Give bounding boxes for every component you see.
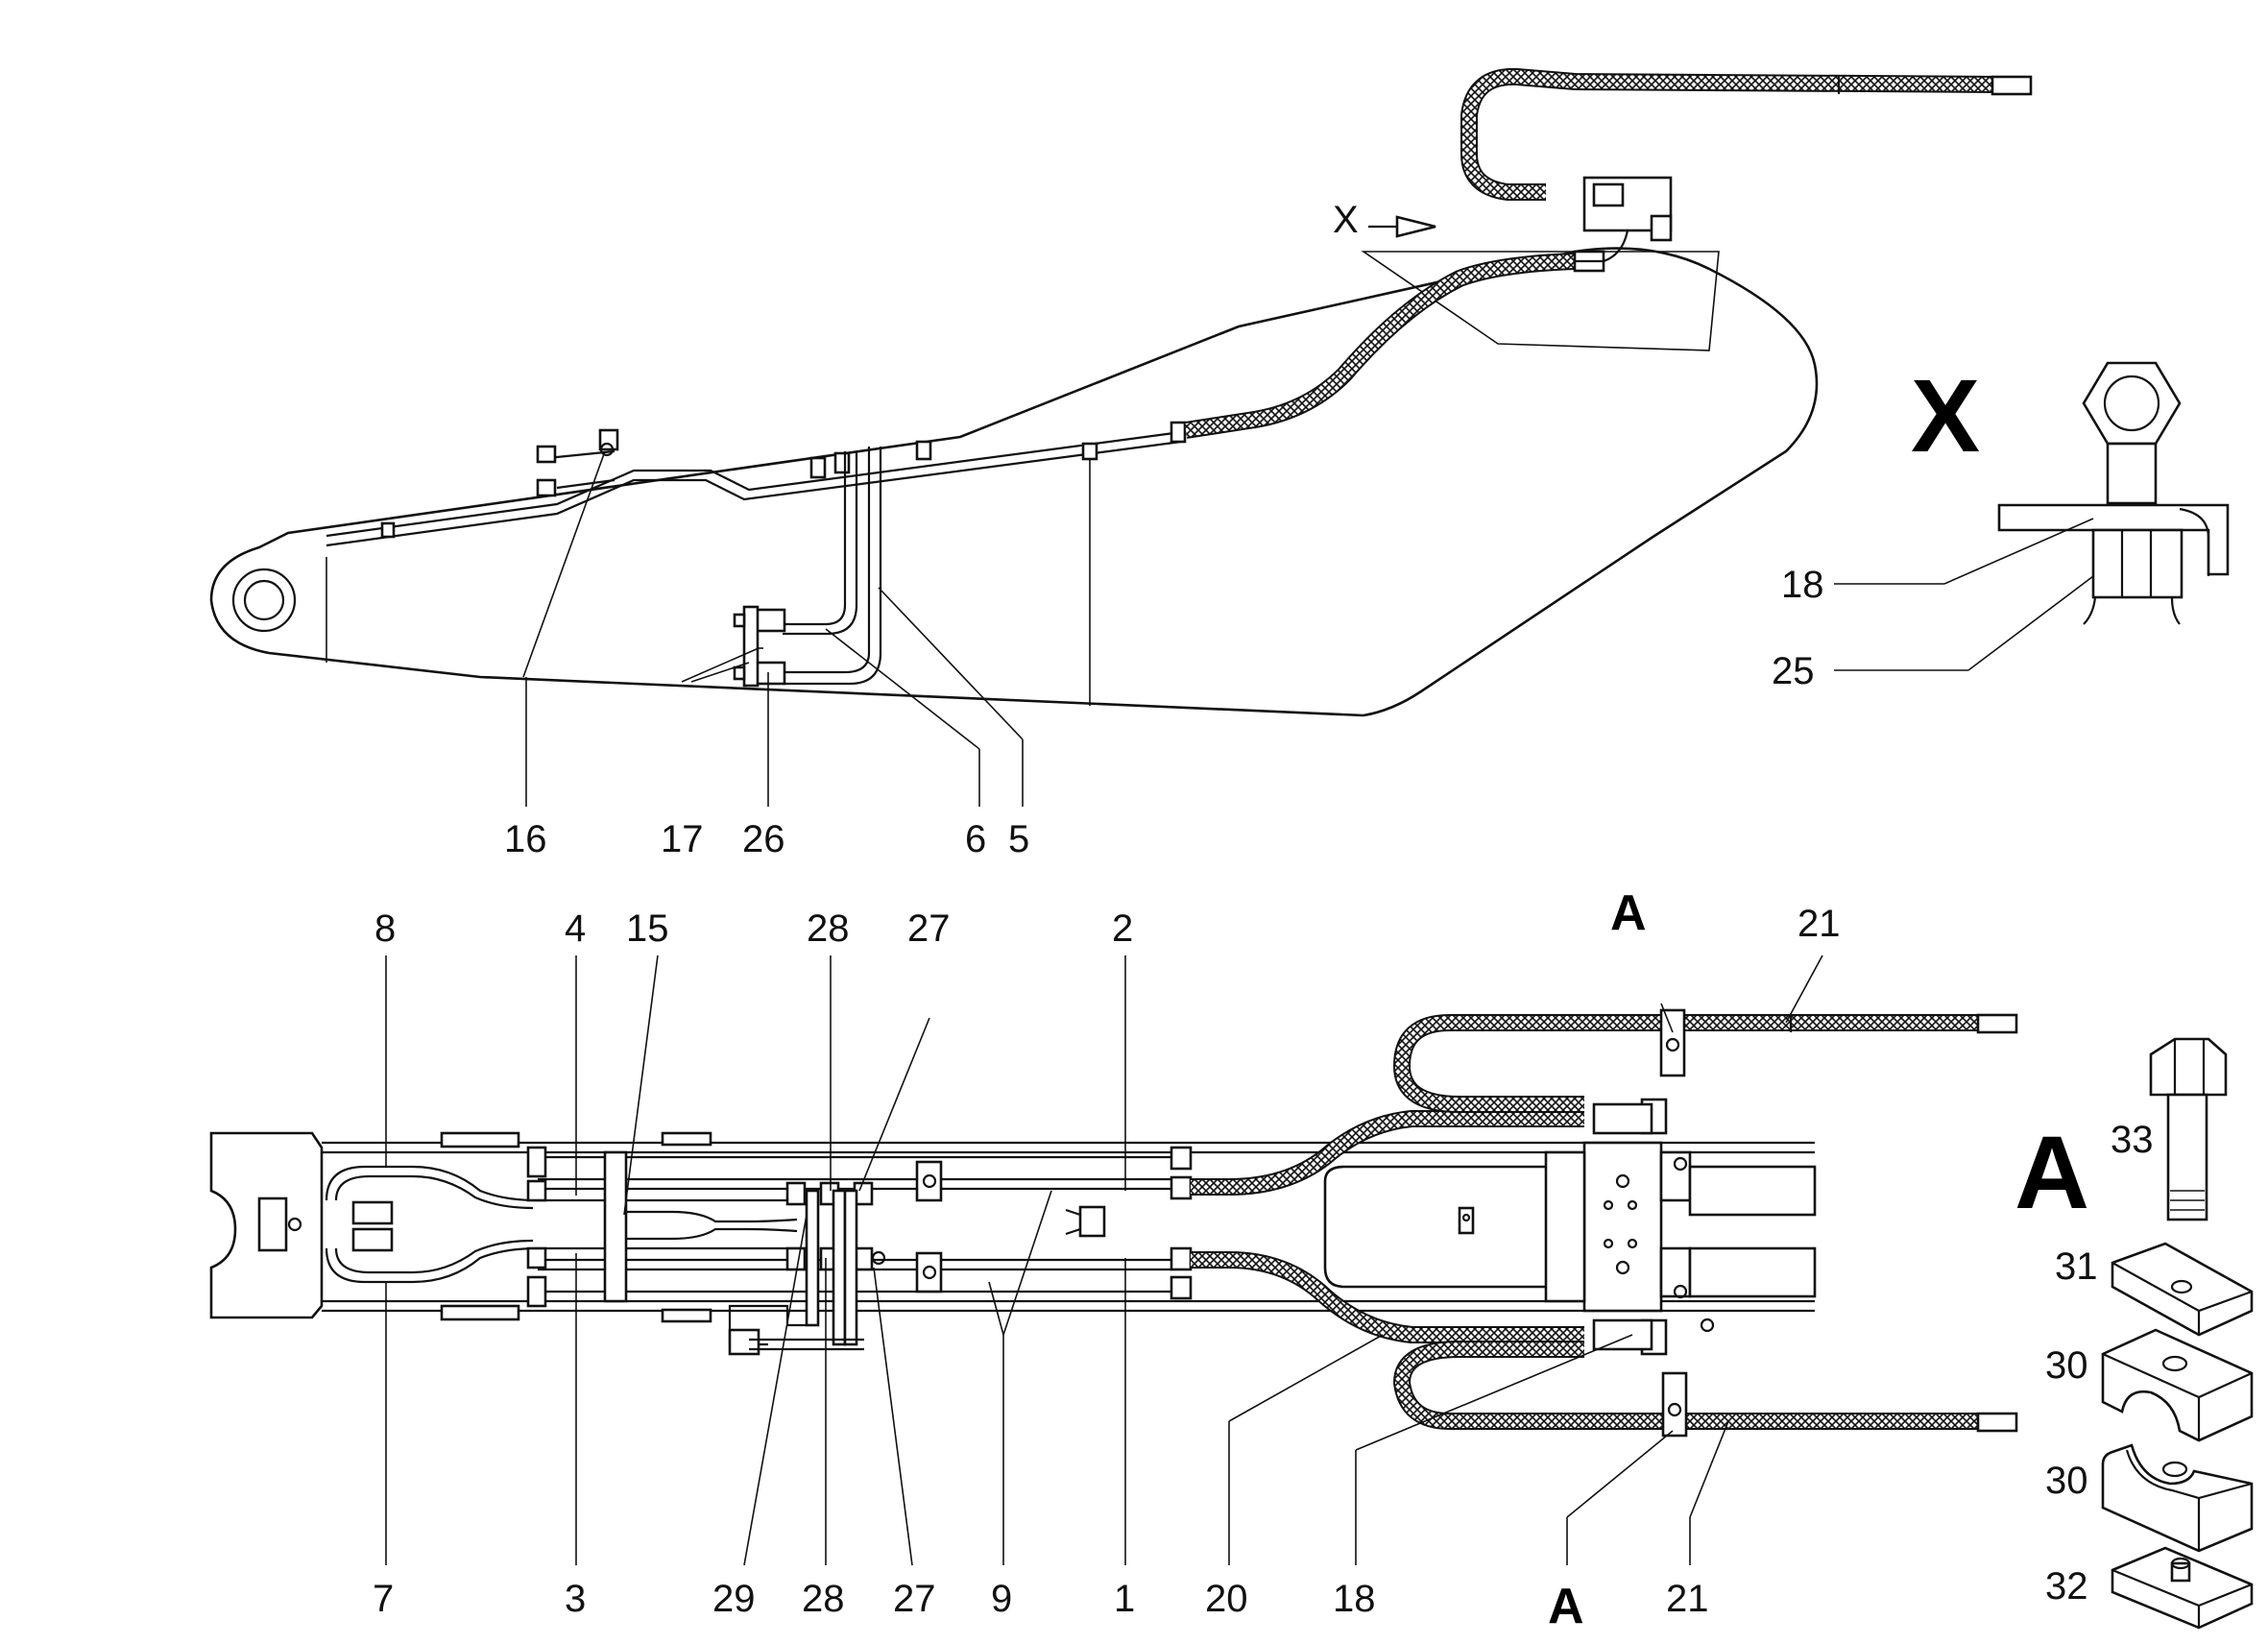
callout-1: 1 (1114, 1578, 1135, 1620)
callout-28-top: 28 (807, 907, 850, 950)
callout-27-bottom: 27 (893, 1578, 936, 1620)
callout-28-bottom: 28 (802, 1578, 845, 1620)
svg-text:X: X (1333, 199, 1359, 241)
boom-side-view (209, 67, 2033, 717)
top-view-callouts: 16 17 26 6 5 (504, 442, 1029, 860)
callout-27-top: 27 (907, 907, 951, 950)
view-direction-marker: X (1333, 199, 1436, 241)
callout-2: 2 (1112, 907, 1133, 950)
callout-30-upper: 30 (2045, 1344, 2088, 1387)
callout-8: 8 (374, 907, 396, 950)
detail-x-title: X (1911, 357, 1980, 473)
callout-32: 32 (2045, 1565, 2088, 1608)
callout-31: 31 (2055, 1245, 2098, 1288)
detail-a-title: A (2015, 1114, 2089, 1230)
callout-A-bottom: A (1548, 1579, 1584, 1634)
callout-18-x: 18 (1781, 564, 1824, 606)
plan-view-top-callouts: 8 4 15 28 27 2 A 21 (374, 885, 1841, 950)
detail-a: A 33 31 30 30 32 (2015, 1037, 2254, 1630)
callout-25-x: 25 (1772, 650, 1815, 692)
callout-17: 17 (661, 818, 704, 860)
callout-16: 16 (504, 818, 547, 860)
callout-21-top: 21 (1798, 903, 1841, 945)
callout-20: 20 (1205, 1578, 1248, 1620)
callout-7: 7 (373, 1578, 394, 1620)
callout-15: 15 (626, 907, 669, 950)
detail-x: X 18 25 (1772, 357, 2230, 692)
callout-4: 4 (565, 907, 586, 950)
callout-33: 33 (2111, 1119, 2154, 1161)
callout-5: 5 (1008, 818, 1029, 860)
callout-26: 26 (742, 818, 785, 860)
callout-A-top: A (1610, 885, 1647, 941)
boom-plan-view (209, 1008, 2018, 1438)
callout-9: 9 (991, 1578, 1012, 1620)
boom-arm (209, 247, 1819, 717)
callout-21-bottom: 21 (1666, 1578, 1709, 1620)
callout-3: 3 (565, 1578, 586, 1620)
plan-view-bottom-callouts: 7 3 29 28 27 9 1 20 18 A 21 (373, 1578, 1709, 1634)
callout-30-lower: 30 (2045, 1460, 2088, 1502)
plan-view-leaders (385, 955, 1823, 1566)
pivot-eye (231, 568, 297, 633)
callout-18-bottom: 18 (1333, 1578, 1376, 1620)
callout-6: 6 (965, 818, 986, 860)
callout-29: 29 (712, 1578, 756, 1620)
